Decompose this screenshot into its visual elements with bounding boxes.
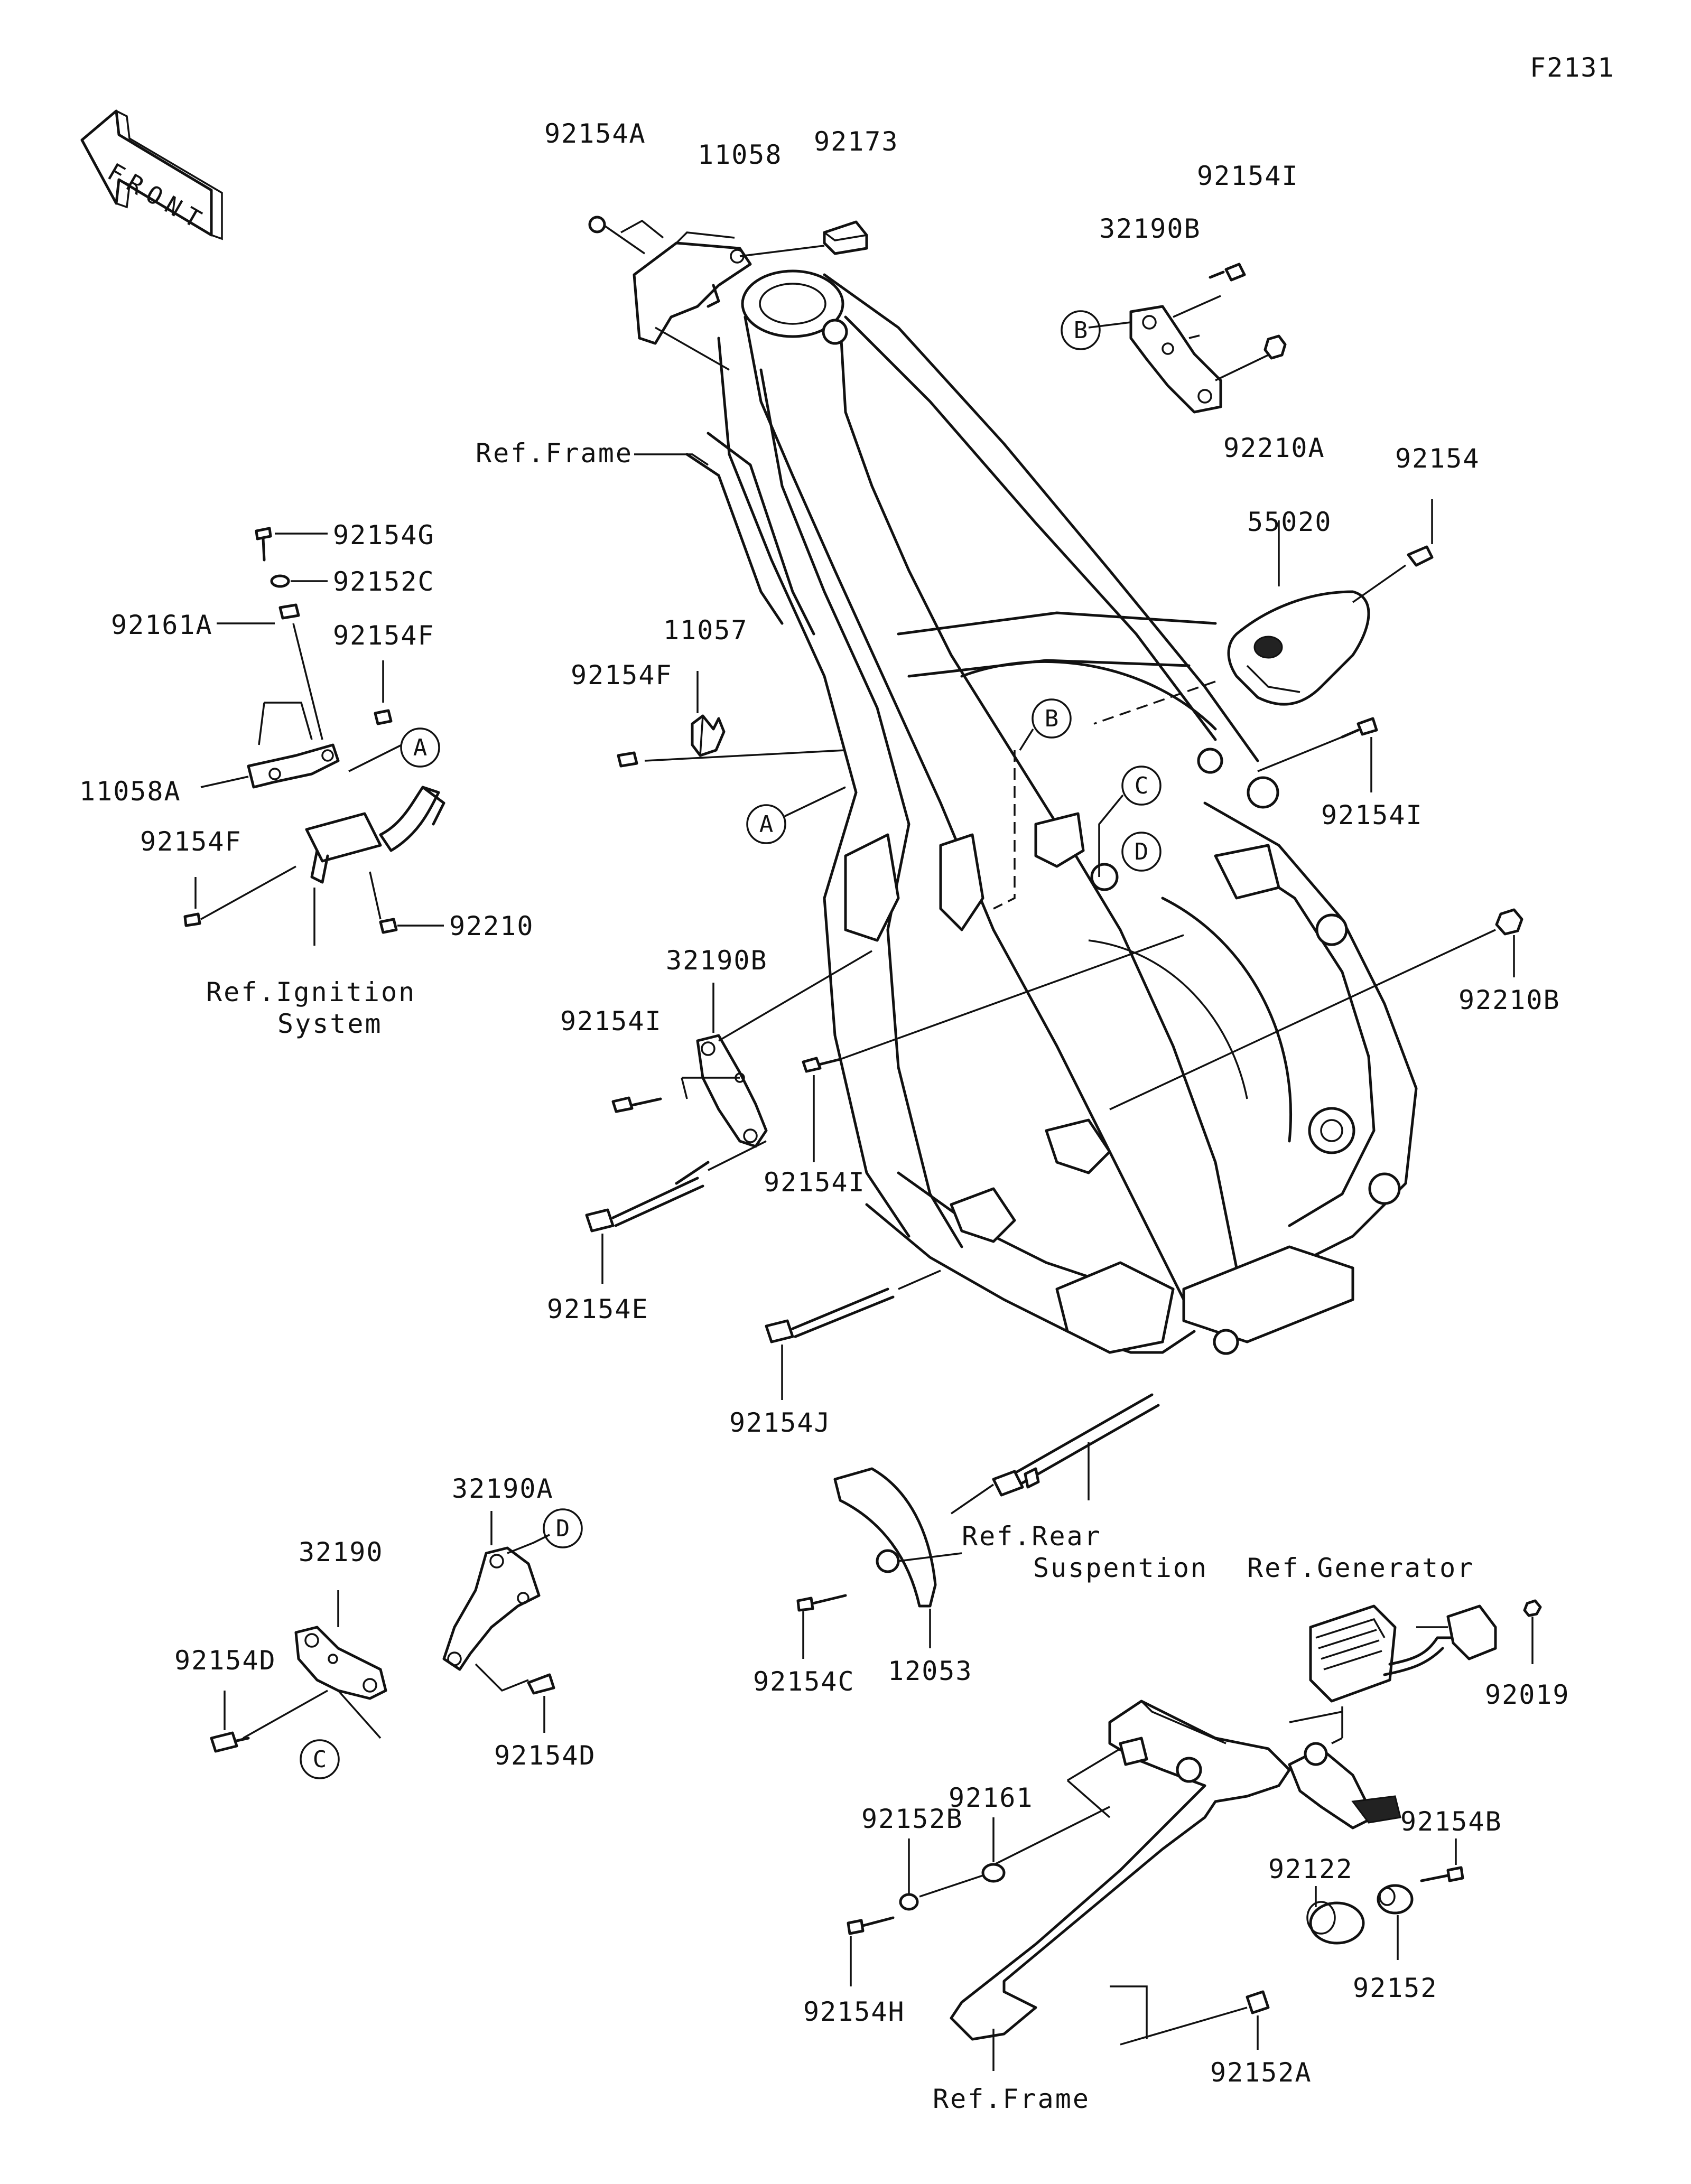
- label-92154F-left: 92154F: [333, 620, 435, 651]
- label-92173: 92173: [814, 126, 899, 157]
- ref-generator: Ref.Generator: [1247, 1553, 1474, 1583]
- label-92019: 92019: [1485, 1679, 1570, 1710]
- ref-rear-susp-line1: Ref.Rear: [962, 1521, 1102, 1552]
- bracket-32190: [210, 1590, 387, 1753]
- label-92161: 92161: [949, 1782, 1034, 1813]
- label-92154I-mid: 92154I: [560, 1006, 662, 1037]
- svg-text:C: C: [1135, 772, 1149, 799]
- label-92154I-top: 92154I: [1197, 161, 1299, 191]
- callout-B-mid: B: [993, 698, 1072, 910]
- bracket-32190A: [442, 1511, 555, 1733]
- lower-fasteners: [847, 1817, 1464, 2050]
- label-32190B-top: 32190B: [1099, 213, 1201, 244]
- svg-text:D: D: [1135, 838, 1149, 865]
- callout-C-bottom: C: [300, 1739, 340, 1779]
- label-92152B: 92152B: [861, 1804, 963, 1834]
- label-92161A: 92161A: [111, 610, 213, 640]
- label-11057: 11057: [663, 615, 748, 646]
- bracket-32190B-mid: [585, 934, 1184, 1400]
- callout-A-left: A: [400, 727, 440, 768]
- label-92152C: 92152C: [333, 566, 435, 597]
- ref-frame-top: Ref.Frame: [476, 438, 633, 469]
- label-92152A: 92152A: [1210, 2057, 1312, 2088]
- regulator-assembly: [1289, 1599, 1542, 1744]
- chain-slider-12053: [796, 1467, 962, 1659]
- label-92154A: 92154A: [544, 118, 646, 149]
- label-32190: 32190: [299, 1537, 384, 1567]
- ref-rear-susp-line2: Suspention: [1033, 1553, 1208, 1583]
- label-92154I-right: 92154I: [1321, 800, 1423, 830]
- label-55020: 55020: [1247, 507, 1332, 537]
- label-92210B: 92210B: [1458, 985, 1560, 1015]
- main-frame: [685, 269, 1418, 1355]
- label-92154F-mid: 92154F: [571, 660, 673, 690]
- cushion-92173: [823, 220, 868, 255]
- label-11058: 11058: [698, 139, 783, 170]
- ignition-bracket-assembly: [183, 527, 445, 946]
- callout-D-bottom: D: [543, 1508, 583, 1548]
- svg-text:A: A: [759, 811, 774, 838]
- label-92154D-right: 92154D: [494, 1740, 596, 1771]
- clip-11057: [617, 671, 846, 768]
- label-92210A: 92210A: [1223, 433, 1325, 463]
- ref-frame-bottom: Ref.Frame: [933, 2084, 1090, 2114]
- cover-55020: [1093, 499, 1434, 725]
- label-92154I-mid2: 92154I: [764, 1167, 866, 1198]
- callout-C-mid: C: [1098, 766, 1162, 877]
- front-arrow-icon: FRONT: [80, 109, 223, 240]
- part-labels: 92154A 11058 92173 92154I 32190B 92210A …: [79, 118, 1570, 2088]
- label-92154C: 92154C: [753, 1666, 855, 1697]
- callout-A-mid: A: [746, 786, 846, 844]
- bracket-11058: [588, 216, 825, 371]
- ref-ignition-line1: Ref.Ignition: [206, 977, 416, 1007]
- label-92122: 92122: [1268, 1854, 1353, 1884]
- label-32190B-mid: 32190B: [666, 945, 768, 976]
- label-92154D-left: 92154D: [174, 1645, 276, 1676]
- svg-text:B: B: [1045, 705, 1059, 732]
- svg-text:C: C: [313, 1746, 327, 1773]
- svg-text:D: D: [556, 1515, 570, 1542]
- label-92154F-left2: 92154F: [140, 826, 242, 857]
- label-92154G: 92154G: [333, 520, 435, 550]
- label-32190A: 32190A: [452, 1473, 554, 1504]
- svg-text:A: A: [413, 734, 428, 761]
- lower-frame-rail: [950, 1700, 1401, 2071]
- label-92154-top: 92154: [1395, 443, 1480, 474]
- label-12053: 12053: [888, 1656, 973, 1686]
- diagram-code: F2131: [1530, 52, 1615, 83]
- callout-D-mid: D: [1121, 832, 1162, 872]
- label-92154J: 92154J: [729, 1407, 831, 1438]
- right-fasteners: [1109, 717, 1523, 1110]
- label-11058A: 11058A: [79, 776, 181, 807]
- svg-text:B: B: [1074, 317, 1088, 344]
- bracket-32190B-top: [1088, 263, 1287, 414]
- callout-B-top: B: [1061, 310, 1101, 350]
- label-92152: 92152: [1353, 1973, 1438, 2003]
- label-92154H: 92154H: [803, 1996, 905, 2027]
- label-92154E: 92154E: [547, 1294, 649, 1324]
- label-92154B: 92154B: [1400, 1806, 1502, 1837]
- label-92210: 92210: [449, 911, 534, 941]
- ref-labels: Ref.Frame Ref.Ignition System Ref.Rear S…: [206, 438, 1474, 2114]
- pivot-shaft: [951, 1393, 1160, 1515]
- ref-ignition-line2: System: [277, 1009, 383, 1039]
